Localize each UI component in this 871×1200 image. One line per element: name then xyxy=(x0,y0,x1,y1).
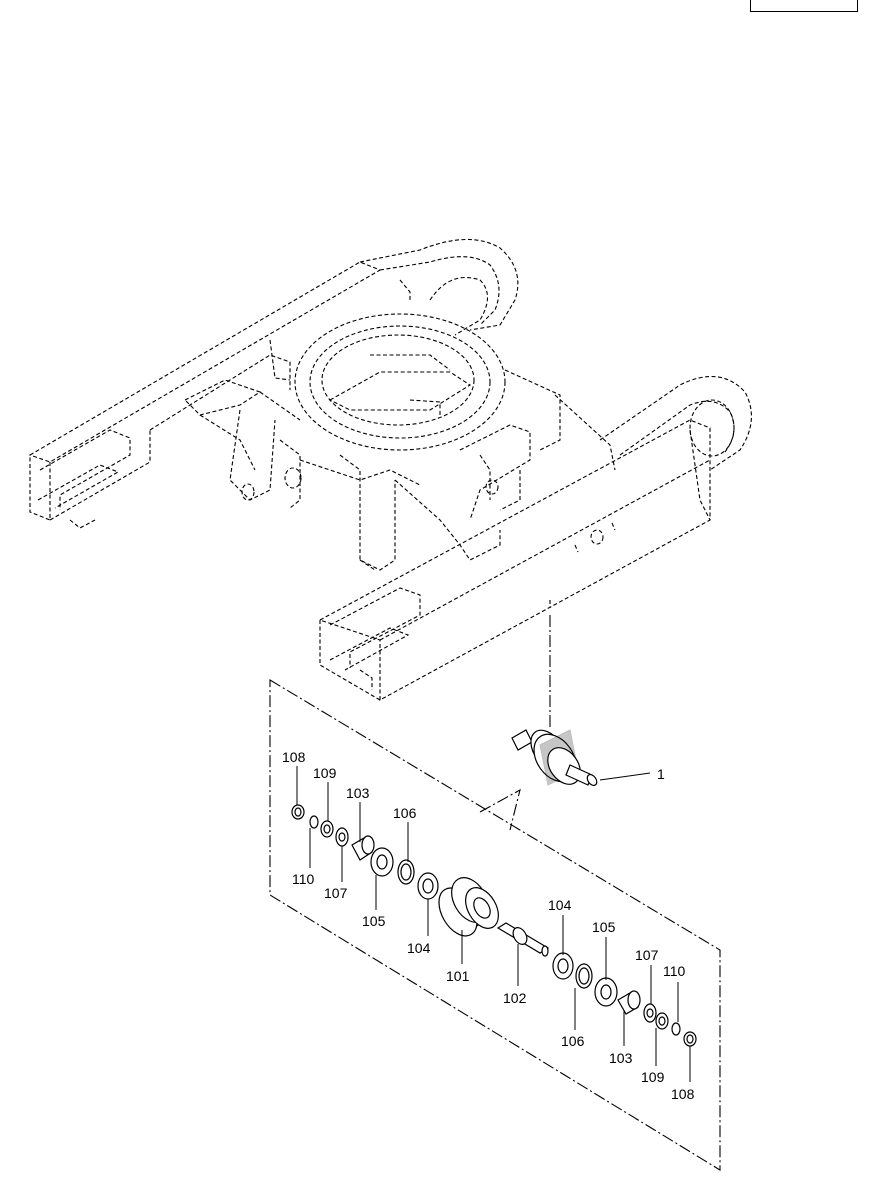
callout-110-right: 110 xyxy=(663,963,686,979)
part-101-roller xyxy=(438,877,499,937)
callout-108-right: 108 xyxy=(671,1086,695,1102)
callout-105-left: 105 xyxy=(362,913,386,929)
callout-103-left: 103 xyxy=(346,785,370,801)
callout-labels: 108 109 103 106 110 107 105 104 101 102 … xyxy=(282,749,695,1102)
assembly-leader-line xyxy=(599,772,651,781)
track-frame-outline xyxy=(28,238,752,701)
callout-103-right: 103 xyxy=(609,1050,633,1066)
exploded-view-pointer xyxy=(479,788,521,831)
callout-109-left: 109 xyxy=(313,765,337,781)
part-110-right xyxy=(671,1022,681,1036)
track-roller-assembly xyxy=(511,729,598,787)
callout-110-left: 110 xyxy=(292,871,315,887)
callout-109-right: 109 xyxy=(641,1069,665,1085)
callout-108-left: 108 xyxy=(282,749,306,765)
exploded-parts xyxy=(291,804,697,1047)
callout-107-left: 107 xyxy=(324,885,348,901)
callout-107-right: 107 xyxy=(635,947,659,963)
callout-106-right: 106 xyxy=(561,1033,585,1049)
callout-106-left: 106 xyxy=(393,805,417,821)
assembly-callout: 1 xyxy=(657,766,665,782)
callout-104-left: 104 xyxy=(407,940,431,956)
callout-104-right: 104 xyxy=(548,897,572,913)
callout-102: 102 xyxy=(503,990,527,1006)
leader-lines xyxy=(296,766,691,1082)
part-110-left xyxy=(309,815,319,829)
part-102-shaft xyxy=(496,922,550,957)
callout-105-right: 105 xyxy=(592,919,616,935)
exploded-view-boundary xyxy=(269,679,721,1171)
page-reference-box xyxy=(750,0,858,12)
callout-101: 101 xyxy=(446,968,470,984)
